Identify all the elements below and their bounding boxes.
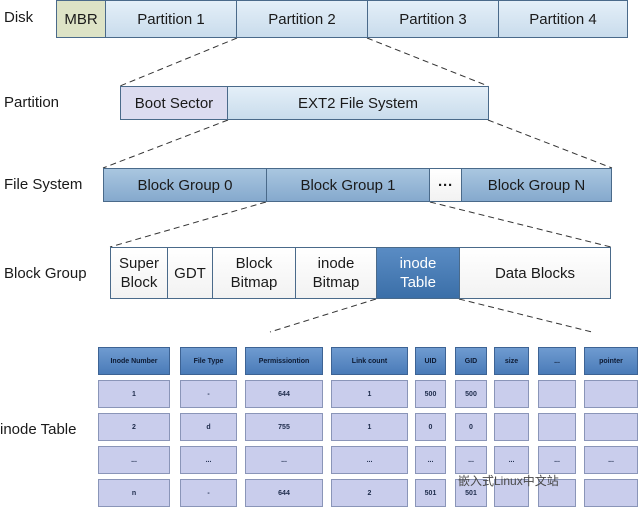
cell-link-count: 1	[331, 380, 408, 408]
ellipsis-box: ···	[429, 168, 462, 202]
super-block-box: Super Block	[110, 247, 168, 299]
cell-size	[494, 380, 529, 408]
gdt-box: GDT	[167, 247, 213, 299]
cell-pointer	[584, 380, 638, 408]
header-permission: Permissiontion	[245, 347, 323, 375]
cell-size	[494, 413, 529, 441]
cell-link-count: 1	[331, 413, 408, 441]
disk-to-partition-right-line	[366, 37, 489, 87]
cell-permission: 644	[245, 380, 323, 408]
cell-pointer	[584, 479, 638, 507]
header-gid: GID	[455, 347, 487, 375]
block-bitmap-box: Block Bitmap	[212, 247, 296, 299]
header-inode-number: Inode Number	[98, 347, 170, 375]
partition-1-box: Partition 1	[105, 0, 237, 38]
cell-gid: ...	[455, 446, 487, 474]
inode-bitmap-box: inode Bitmap	[295, 247, 377, 299]
cell-inode-number: n	[98, 479, 170, 507]
cell-more: ...	[538, 446, 576, 474]
cell-gid: 0	[455, 413, 487, 441]
partition-3-box: Partition 3	[367, 0, 499, 38]
cell-gid: 500	[455, 380, 487, 408]
cell-inode-number: ...	[98, 446, 170, 474]
header-uid: UID	[415, 347, 446, 375]
block-group-1-box: Block Group 1	[266, 168, 430, 202]
header-link-count: Link count	[331, 347, 408, 375]
header-pointer: pointer	[584, 347, 638, 375]
cell-permission: 644	[245, 479, 323, 507]
cell-uid: ...	[415, 446, 446, 474]
cell-uid: 500	[415, 380, 446, 408]
inode-table-box: inode Table	[376, 247, 460, 299]
watermark-text: 嵌入式Linux中文站	[458, 474, 559, 488]
cell-file-type: ...	[180, 446, 237, 474]
bg-to-table-right-line	[458, 298, 593, 333]
cell-file-type: -	[180, 380, 237, 408]
data-blocks-box: Data Blocks	[459, 247, 611, 299]
partition-to-fs-right-line	[487, 119, 613, 169]
partition-to-fs-left-line	[102, 119, 229, 169]
cell-inode-number: 1	[98, 380, 170, 408]
boot-sector-box: Boot Sector	[120, 86, 228, 120]
fs-to-bg-left-line	[109, 201, 267, 248]
disk-label: Disk	[4, 9, 34, 26]
partition-label: Partition	[4, 94, 60, 111]
cell-size	[494, 479, 529, 507]
header-more: ...	[538, 347, 576, 375]
cell-pointer	[584, 413, 638, 441]
cell-more	[538, 479, 576, 507]
cell-file-type: d	[180, 413, 237, 441]
cell-permission: 755	[245, 413, 323, 441]
fs-to-bg-right-line	[429, 201, 612, 248]
block-group-n-box: Block Group N	[461, 168, 612, 202]
partition-2-box: Partition 2	[236, 0, 368, 38]
cell-pointer: ...	[584, 446, 638, 474]
cell-inode-number: 2	[98, 413, 170, 441]
block-group-0-box: Block Group 0	[103, 168, 267, 202]
cell-permission: ...	[245, 446, 323, 474]
cell-more	[538, 380, 576, 408]
block-group-label: Block Group	[4, 265, 87, 282]
cell-link-count: 2	[331, 479, 408, 507]
bg-to-table-left-line	[269, 298, 377, 333]
ext2-file-system-box: EXT2 File System	[227, 86, 489, 120]
cell-uid: 501	[415, 479, 446, 507]
mbr-box: MBR	[56, 0, 106, 38]
cell-link-count: ...	[331, 446, 408, 474]
cell-file-type: -	[180, 479, 237, 507]
header-file-type: File Type	[180, 347, 237, 375]
file-system-label: File System	[4, 176, 83, 193]
cell-more	[538, 413, 576, 441]
partition-4-box: Partition 4	[498, 0, 628, 38]
disk-to-partition-left-line	[119, 37, 238, 87]
cell-size: ...	[494, 446, 529, 474]
inode-table-label: inode Table	[0, 421, 77, 438]
cell-gid: 501	[455, 479, 487, 507]
cell-uid: 0	[415, 413, 446, 441]
header-size: size	[494, 347, 529, 375]
